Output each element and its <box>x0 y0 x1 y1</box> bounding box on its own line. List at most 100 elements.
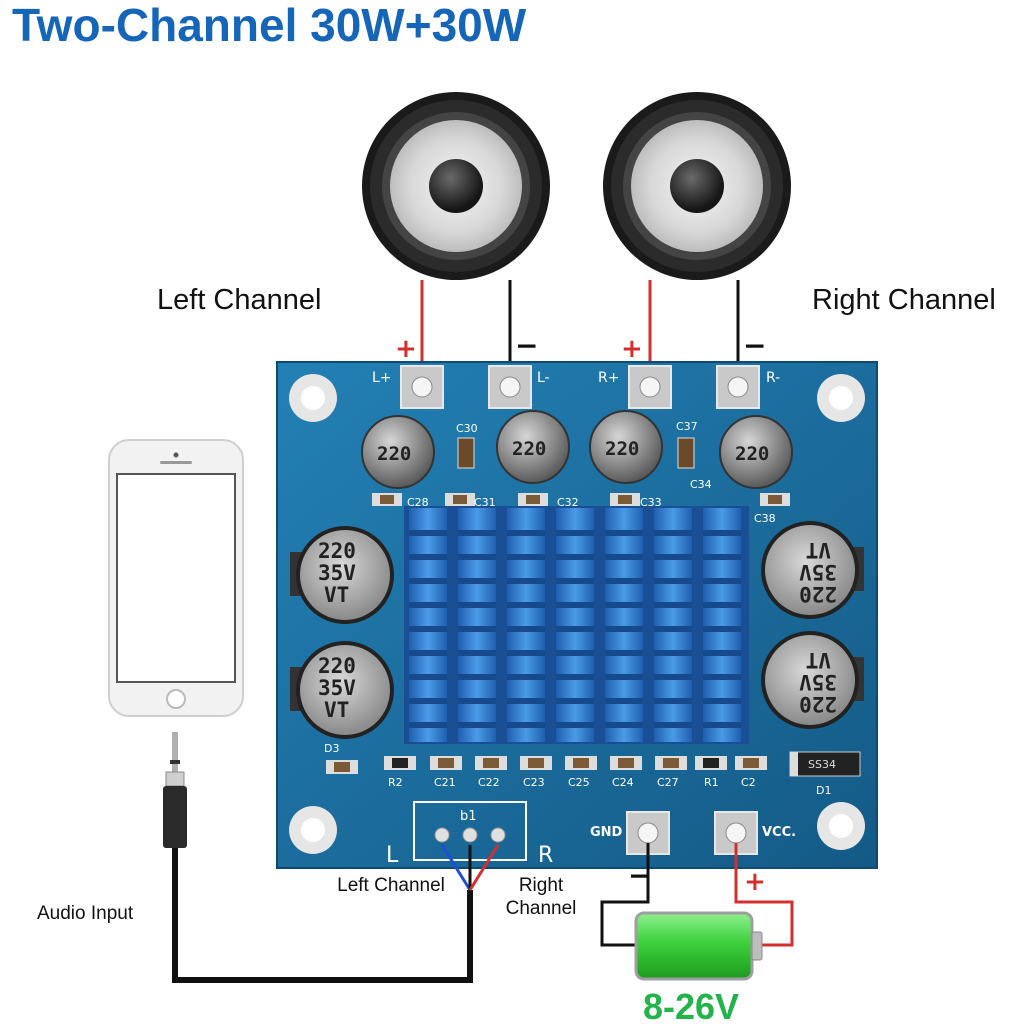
amplifier-board: L+ L- R+ R- 220 220 220 220 C30 C37 <box>276 361 878 869</box>
power-plus-sign: + <box>744 867 766 897</box>
ref-c2: C2 <box>741 776 756 789</box>
heatsink-slot <box>458 650 496 656</box>
heatsink-slot <box>409 626 447 632</box>
heatsink-slot <box>605 674 643 680</box>
ref-c27: C27 <box>657 776 679 789</box>
ref-c37: C37 <box>676 420 698 433</box>
cap-rb-series: VT <box>806 648 831 672</box>
heatsink-slot <box>703 602 741 608</box>
mounting-holes <box>289 374 865 854</box>
heatsink-slot <box>409 602 447 608</box>
ref-r1: R1 <box>704 776 719 789</box>
heatsink-slot <box>703 722 741 728</box>
inductors: 220 220 220 220 <box>361 410 793 489</box>
heatsink-slot <box>507 650 545 656</box>
ref-d3: D3 <box>324 742 339 755</box>
cap-rb-voltage: 35V <box>799 670 837 694</box>
heatsink-slot <box>703 554 741 560</box>
heatsink-slot <box>605 626 643 632</box>
heatsink-slot <box>556 602 594 608</box>
heatsink-slot <box>654 602 692 608</box>
heatsink-slot <box>458 674 496 680</box>
heatsink-slot <box>605 554 643 560</box>
heatsink-slot <box>409 674 447 680</box>
heatsink-slot <box>605 698 643 704</box>
smd-components-top: C30 C37 C31 C32 C33 C34 C38 C28 <box>372 420 790 525</box>
heatsink-slot <box>507 674 545 680</box>
heatsink-slot <box>409 650 447 656</box>
input-right-channel-label: Right Channel <box>505 875 577 919</box>
cap-rt-series: VT <box>806 538 831 562</box>
heatsink-slot <box>507 602 545 608</box>
input-header-label: b1 <box>460 809 477 824</box>
capacitor-right-bottom: 220 35V VT <box>761 631 864 729</box>
heatsink-slot <box>703 530 741 536</box>
heatsink-slot <box>654 674 692 680</box>
heatsink-slot <box>605 650 643 656</box>
heatsink-fin <box>458 508 496 742</box>
minus-sign-right: − <box>743 329 766 362</box>
battery-icon <box>634 911 763 981</box>
cap-rb-value: 220 <box>799 692 837 716</box>
heatsink-slot <box>507 626 545 632</box>
heatsink-slot <box>458 698 496 704</box>
heatsink-slot <box>654 578 692 584</box>
plus-sign-right: + <box>621 334 643 364</box>
heatsink-slot <box>654 698 692 704</box>
ref-c34: C34 <box>690 478 712 491</box>
heatsink-slot <box>458 626 496 632</box>
heatsink-fin <box>703 508 741 742</box>
heatsink-slot <box>409 530 447 536</box>
heatsink-slot <box>605 578 643 584</box>
ref-r2: R2 <box>388 776 403 789</box>
ref-c32: C32 <box>557 496 579 509</box>
heatsink <box>404 506 749 744</box>
cap-lt-series: VT <box>324 583 349 607</box>
terminal-vcc: VCC. <box>762 825 796 840</box>
heatsink-slot <box>458 602 496 608</box>
cap-rt-voltage: 35V <box>799 560 837 584</box>
ref-ss34: SS34 <box>808 758 836 771</box>
inductor-1-value: 220 <box>377 443 411 465</box>
cap-lt-value: 220 <box>318 539 356 563</box>
heatsink-fin <box>605 508 643 742</box>
heatsink-slot <box>409 578 447 584</box>
heatsink-slot <box>703 698 741 704</box>
ref-c30: C30 <box>456 422 478 435</box>
cap-lb-voltage: 35V <box>318 676 356 700</box>
ref-c38: C38 <box>754 512 776 525</box>
heatsink-slot <box>703 674 741 680</box>
heatsink-slot <box>507 554 545 560</box>
ref-d1: D1 <box>816 784 831 797</box>
heatsink-slot <box>458 530 496 536</box>
heatsink-slot <box>458 578 496 584</box>
heatsink-slot <box>654 554 692 560</box>
ref-c33: C33 <box>640 496 662 509</box>
heatsink-slot <box>654 650 692 656</box>
input-l-label: L <box>386 843 399 868</box>
heatsink-slot <box>556 698 594 704</box>
heatsink-slot <box>556 722 594 728</box>
heatsink-slot <box>409 722 447 728</box>
heatsink-slot <box>556 554 594 560</box>
heatsink-slot <box>703 626 741 632</box>
power-minus-sign: − <box>628 859 651 892</box>
capacitor-left-top: 220 35V VT <box>290 526 394 624</box>
ref-c31: C31 <box>474 496 496 509</box>
heatsink-slot <box>556 674 594 680</box>
cap-lt-voltage: 35V <box>318 561 356 585</box>
left-channel-label: Left Channel <box>157 284 322 316</box>
heatsink-slot <box>654 626 692 632</box>
speaker-polarity-signs: + − + − <box>395 329 766 364</box>
ref-c24: C24 <box>612 776 634 789</box>
heatsink-slot <box>654 722 692 728</box>
inductor-4-value: 220 <box>735 443 769 465</box>
heatsink-slot <box>507 698 545 704</box>
heatsink-fin <box>409 508 447 742</box>
heatsink-slot <box>409 554 447 560</box>
heatsink-fin <box>654 508 692 742</box>
cap-lb-value: 220 <box>318 654 356 678</box>
inductor-2-value: 220 <box>512 438 546 460</box>
inductor-3-value: 220 <box>605 438 639 460</box>
